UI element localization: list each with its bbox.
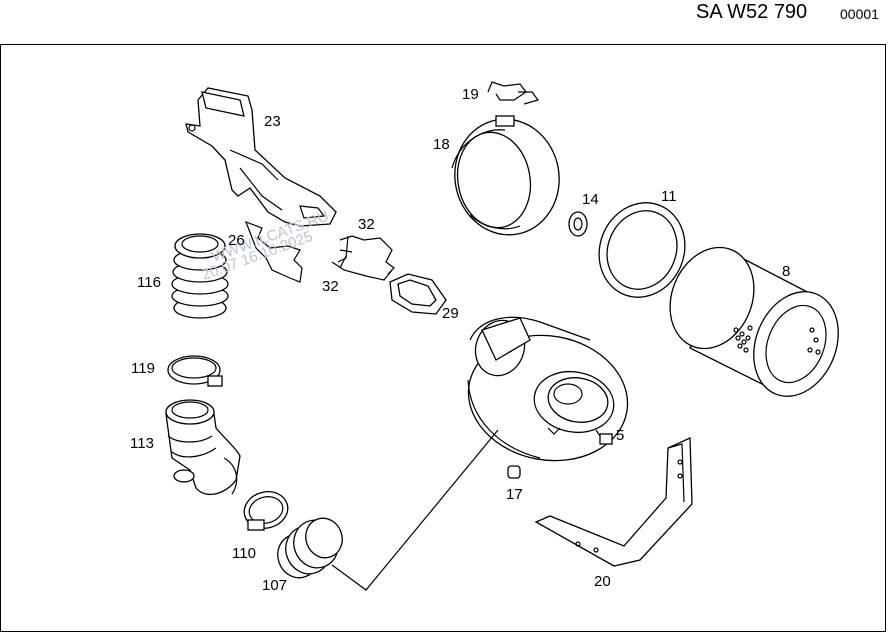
- callout-5: 5: [616, 427, 624, 444]
- part-18-band[interactable]: [446, 111, 569, 243]
- part-23-intake-duct[interactable]: [185, 87, 337, 227]
- callout-113: 113: [130, 435, 154, 452]
- callout-11: 11: [661, 188, 677, 205]
- part-32-bracket-lower[interactable]: [331, 255, 393, 281]
- part-107-bellows[interactable]: [272, 513, 348, 583]
- callout-18: 18: [433, 136, 450, 153]
- part-110-hose-clamp[interactable]: [240, 487, 292, 533]
- leader-line-107-5: [331, 429, 499, 591]
- callout-23: 23: [264, 113, 281, 130]
- callout-32-lower: 32: [322, 278, 339, 295]
- part-11-seal-ring[interactable]: [585, 190, 699, 310]
- part-14-nut[interactable]: [568, 211, 588, 237]
- callout-29: 29: [442, 305, 459, 322]
- part-19-clip[interactable]: [487, 81, 540, 105]
- drawing-frame: [0, 44, 886, 632]
- part-17-plug[interactable]: [507, 465, 521, 479]
- callout-32-upper: 32: [358, 216, 375, 233]
- sheet-number: 00001: [840, 6, 879, 22]
- callout-17: 17: [506, 486, 523, 503]
- part-32-bracket-upper[interactable]: [337, 235, 395, 275]
- part-29-gasket[interactable]: [389, 273, 447, 315]
- part-5-filter-housing[interactable]: [458, 313, 637, 472]
- part-119-hose-clamp[interactable]: [167, 355, 223, 387]
- diagram-code: SA W52 790: [696, 1, 808, 23]
- callout-119: 119: [131, 360, 155, 377]
- callout-26: 26: [228, 232, 245, 249]
- callout-14: 14: [582, 191, 599, 208]
- callout-8: 8: [782, 263, 790, 280]
- callout-20: 20: [594, 573, 611, 590]
- part-113-elbow-hose[interactable]: [165, 399, 241, 496]
- part-8-filter-cartridge[interactable]: [655, 235, 853, 409]
- callout-116: 116: [137, 274, 161, 291]
- callout-19: 19: [462, 86, 479, 103]
- callout-107: 107: [262, 577, 287, 594]
- part-20-support-bracket[interactable]: [534, 437, 693, 567]
- part-26-bracket[interactable]: [244, 220, 303, 283]
- callout-110: 110: [232, 545, 256, 562]
- part-116-bellows[interactable]: [171, 233, 229, 319]
